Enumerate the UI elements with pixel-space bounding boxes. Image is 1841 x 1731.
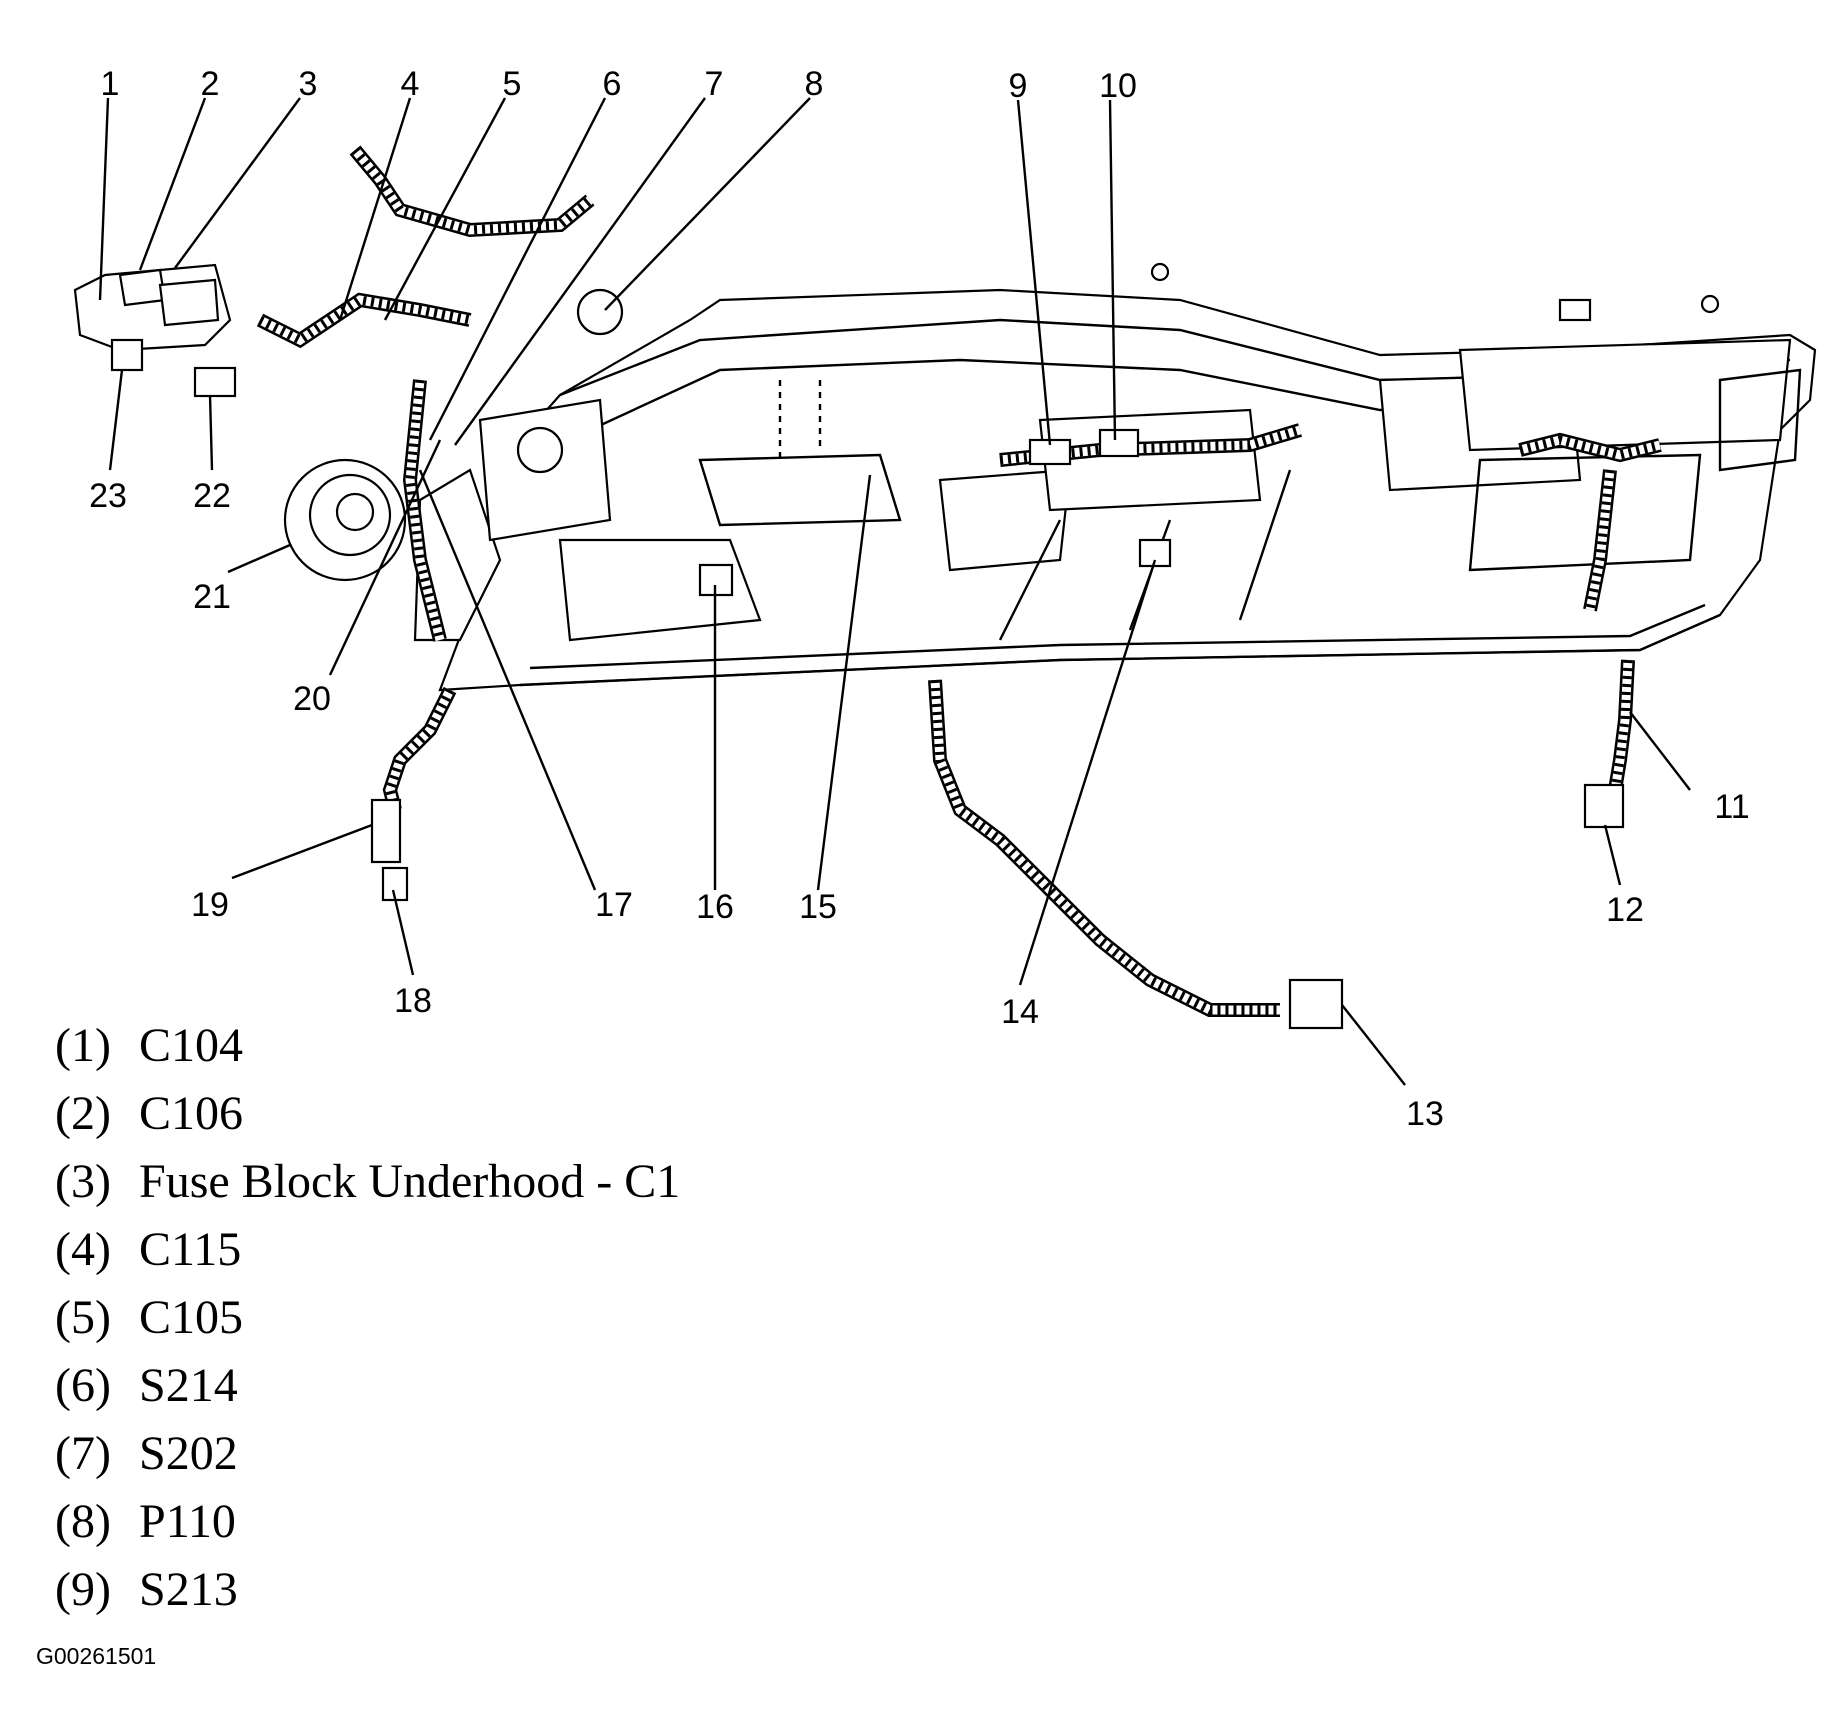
callout-10: 10 [1099,67,1137,105]
callout-leaders [98,97,1691,1086]
legend-text: S202 [139,1427,238,1480]
legend-item: (3) Fuse Block Underhood - C1 [55,1148,680,1216]
figure-id: G00261501 [36,1643,157,1669]
callout-4: 4 [401,65,420,103]
legend-index: (7) [55,1427,111,1480]
callout-15: 15 [799,888,837,926]
legend-index: (5) [55,1291,111,1344]
legend-text: S214 [139,1359,238,1412]
callout-8: 8 [805,65,824,103]
legend-item: (4) C115 [55,1216,680,1284]
legend-text: S213 [139,1563,238,1616]
callout-1: 1 [101,65,120,103]
callout-21: 21 [193,578,231,616]
callout-numbers: 1 2 3 4 5 6 7 8 9 10 11 12 13 14 15 16 1… [89,65,1750,1133]
callout-11: 11 [1714,788,1749,826]
callout-5: 5 [503,65,522,103]
callout-12: 12 [1606,891,1644,929]
callout-22: 22 [193,477,231,515]
callout-16: 16 [696,888,734,926]
legend-index: (2) [55,1087,111,1140]
legend-text: Fuse Block Underhood - C1 [139,1155,681,1208]
legend-index: (1) [55,1019,111,1072]
legend-item: (6) S214 [55,1352,680,1420]
legend-list: (1) C104 (2) C106 (3) Fuse Block Underhood … [55,1012,680,1624]
callout-2: 2 [201,65,220,103]
callout-14: 14 [1001,993,1039,1031]
callout-7: 7 [705,65,724,103]
legend-index: (4) [55,1223,111,1276]
legend-item: (7) S202 [55,1420,680,1488]
legend-text: C105 [139,1291,244,1344]
legend-text: C106 [139,1087,244,1140]
legend-text: C104 [139,1019,244,1072]
instrument-panel-drawing [413,288,1817,692]
legend-text: P110 [139,1495,236,1548]
legend-text: C115 [139,1223,242,1276]
callout-23: 23 [89,477,127,515]
callout-3: 3 [299,65,318,103]
legend-item: (8) P110 [55,1488,680,1556]
callout-17: 17 [595,886,633,924]
legend-index: (6) [55,1359,111,1412]
legend-index: (8) [55,1495,111,1548]
callout-18: 18 [394,982,432,1020]
callout-6: 6 [603,65,622,103]
legend-index: (3) [55,1155,111,1208]
legend-item: (9) S213 [55,1556,680,1624]
legend-item: (5) C105 [55,1284,680,1352]
callout-13: 13 [1406,1095,1444,1133]
legend-item: (1) C104 [55,1012,680,1080]
legend-index: (9) [55,1563,111,1616]
callout-19: 19 [191,886,229,924]
callout-20: 20 [293,680,331,718]
callout-9: 9 [1009,67,1028,105]
legend-item: (2) C106 [55,1080,680,1148]
components [73,262,1720,1030]
